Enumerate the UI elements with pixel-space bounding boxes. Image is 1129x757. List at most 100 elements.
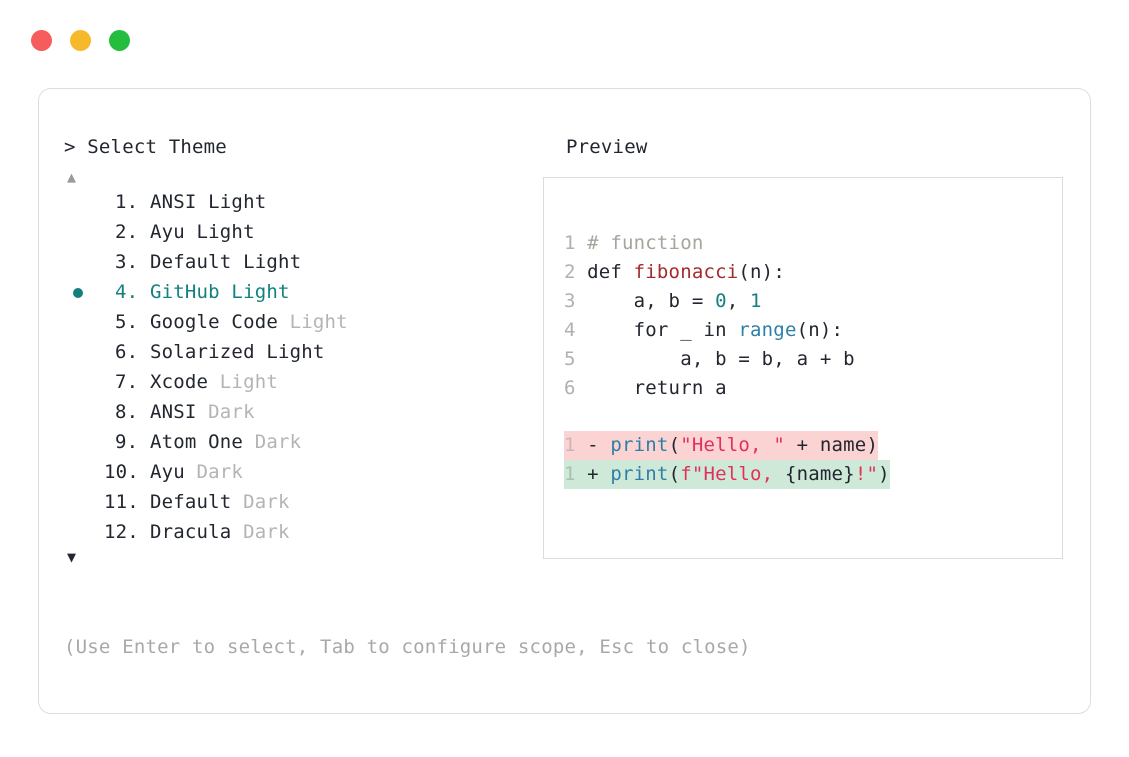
close-icon[interactable]: [31, 30, 52, 51]
diff-line-row: 1 - print("Hello, " + name): [564, 431, 890, 460]
theme-list-item[interactable]: 9. Atom One Dark: [64, 427, 534, 457]
theme-item-name: ANSI: [138, 401, 197, 423]
code-token: print: [610, 434, 669, 456]
code-token: + name): [784, 434, 879, 456]
theme-list-item[interactable]: 7. Xcode Light: [64, 367, 534, 397]
theme-item-name: Default: [138, 251, 232, 273]
code-token: (: [668, 463, 681, 485]
theme-item-variant: Light: [231, 251, 302, 273]
theme-item-index: 7.: [115, 371, 139, 393]
code-token: # function: [587, 232, 704, 254]
code-token: a, b =: [587, 290, 716, 312]
code-token: 1: [750, 290, 762, 312]
code-line: 1 # function: [564, 229, 890, 258]
theme-item-name: Solarized: [138, 341, 255, 363]
scroll-down-icon[interactable]: ▼: [67, 548, 77, 566]
code-token: (n):: [738, 261, 785, 283]
theme-item-name: Default: [138, 491, 232, 513]
theme-item-index: 6.: [115, 341, 139, 363]
code-token: (: [668, 434, 681, 456]
code-token: !": [854, 463, 879, 485]
theme-item-variant: Light: [219, 281, 290, 303]
theme-item-index: 4.: [115, 281, 139, 303]
theme-list-item[interactable]: 12. Dracula Dark: [64, 517, 534, 547]
theme-item-variant: Light: [254, 341, 325, 363]
theme-list-item[interactable]: 1. ANSI Light: [64, 187, 534, 217]
theme-list-item[interactable]: 8. ANSI Dark: [64, 397, 534, 427]
theme-list-item[interactable]: 2. Ayu Light: [64, 217, 534, 247]
theme-item-variant: Dark: [196, 401, 255, 423]
selected-bullet-icon: [73, 288, 83, 298]
theme-item-name: GitHub: [138, 281, 220, 303]
preview-title: Preview: [566, 136, 648, 158]
line-number: 1: [564, 463, 576, 485]
line-number: 2: [564, 261, 576, 283]
card-header: > Select Theme Preview: [64, 135, 1064, 159]
code-token: def: [587, 261, 634, 283]
code-line: 3 a, b = 0, 1: [564, 287, 890, 316]
theme-item-index: 2.: [115, 221, 139, 243]
theme-item-index: 8.: [115, 401, 139, 423]
window-traffic-lights: [31, 30, 130, 51]
code-gutter-space: [575, 377, 587, 399]
code-gutter-space: [575, 261, 587, 283]
theme-list-item[interactable]: 5. Google Code Light: [64, 307, 534, 337]
code-gutter-space: [575, 348, 587, 370]
diff-added-line: 1 + print(f"Hello, {name}!"): [564, 460, 890, 489]
code-line: 4 for _ in range(n):: [564, 316, 890, 345]
code-token: "Hello, ": [680, 434, 785, 456]
theme-item-variant: Dark: [231, 521, 290, 543]
theme-item-index: 9.: [115, 431, 139, 453]
code-token: {name}: [784, 463, 855, 485]
code-gutter-space: [575, 319, 587, 341]
line-number: 1: [564, 434, 576, 456]
code-token: f"Hello,: [680, 463, 785, 485]
line-number: 4: [564, 319, 576, 341]
minimize-icon[interactable]: [70, 30, 91, 51]
theme-item-name: ANSI: [138, 191, 197, 213]
diff-line-row: 1 + print(f"Hello, {name}!"): [564, 460, 890, 489]
theme-list-item[interactable]: 4. GitHub Light: [64, 277, 534, 307]
theme-item-name: Ayu: [138, 221, 185, 243]
code-token: a, b = b, a + b: [587, 348, 855, 370]
code-gutter-space: [575, 290, 587, 312]
theme-list-item[interactable]: 11. Default Dark: [64, 487, 534, 517]
theme-item-name: Dracula: [138, 521, 232, 543]
theme-item-name: Google Code: [138, 311, 278, 333]
code-spacer: [564, 403, 890, 431]
theme-list-item[interactable]: 10. Ayu Dark: [64, 457, 534, 487]
theme-item-name: Atom One: [138, 431, 244, 453]
theme-item-variant: Dark: [231, 491, 290, 513]
line-number: 5: [564, 348, 576, 370]
theme-item-variant: Light: [277, 311, 348, 333]
theme-list-item[interactable]: 6. Solarized Light: [64, 337, 534, 367]
code-token: (n):: [796, 319, 844, 341]
theme-item-index: 11.: [104, 491, 139, 513]
line-number: 1: [564, 232, 576, 254]
scroll-up-icon[interactable]: ▲: [67, 168, 77, 186]
code-token: for _ in: [587, 319, 739, 341]
theme-item-variant: Dark: [184, 461, 244, 483]
maximize-icon[interactable]: [109, 30, 130, 51]
code-line: 2 def fibonacci(n):: [564, 258, 890, 287]
keyboard-hint: (Use Enter to select, Tab to configure s…: [64, 636, 751, 658]
code-gutter-space: [575, 232, 587, 254]
line-number: 3: [564, 290, 576, 312]
theme-item-name: Ayu: [138, 461, 185, 483]
diff-removed-line: 1 - print("Hello, " + name): [564, 431, 879, 460]
theme-item-name: Xcode: [138, 371, 209, 393]
code-token: range: [738, 319, 797, 341]
theme-list-item[interactable]: 3. Default Light: [64, 247, 534, 277]
diff-sign: +: [575, 463, 611, 485]
code-token: ): [878, 463, 890, 485]
diff-sign: -: [575, 434, 611, 456]
theme-item-index: 10.: [104, 461, 139, 483]
code-line: 5 a, b = b, a + b: [564, 345, 890, 374]
theme-item-variant: Dark: [243, 431, 302, 453]
theme-item-index: 3.: [115, 251, 139, 273]
